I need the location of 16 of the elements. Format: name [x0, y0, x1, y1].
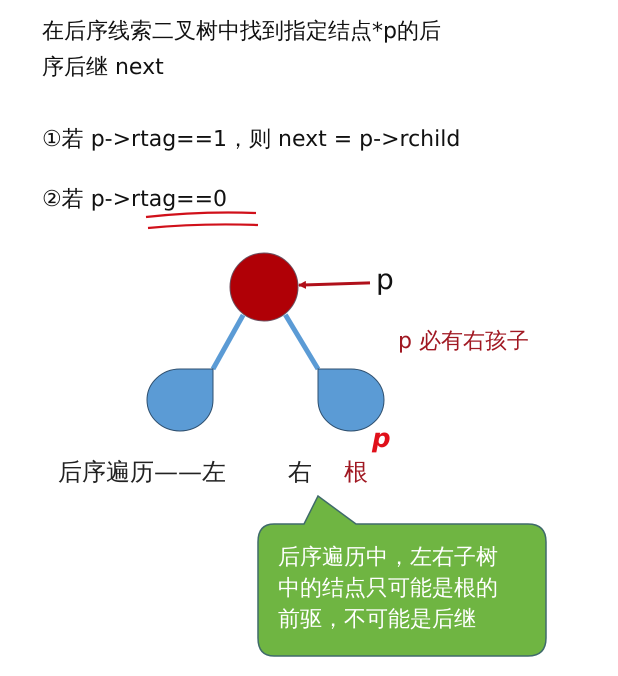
condition-text: ②若 p->rtag==0	[42, 186, 228, 214]
subtree-shape	[145, 368, 215, 432]
order-text: 右	[288, 457, 312, 488]
subtree-shape	[316, 368, 386, 432]
order-text: 根	[344, 457, 368, 488]
title: 在后序线索二叉树中找到指定结点*p的后序后继 next	[42, 18, 442, 82]
pointer-label: p	[376, 262, 406, 298]
note-text: p 必有右孩子	[398, 328, 529, 356]
tree-node-circle	[229, 252, 299, 322]
condition-text: ①若 p->rtag==1，则 next = p->rchild	[42, 126, 460, 154]
tree-branch	[283, 313, 320, 370]
order-text: 后序遍历——左	[58, 457, 226, 488]
tree-branch	[210, 314, 246, 370]
handwritten-letter: p	[372, 424, 391, 454]
callout-bubble: 后序遍历中，左右子树中的结点只可能是根的前驱，不可能是后继	[256, 494, 548, 658]
arrow	[298, 280, 370, 289]
